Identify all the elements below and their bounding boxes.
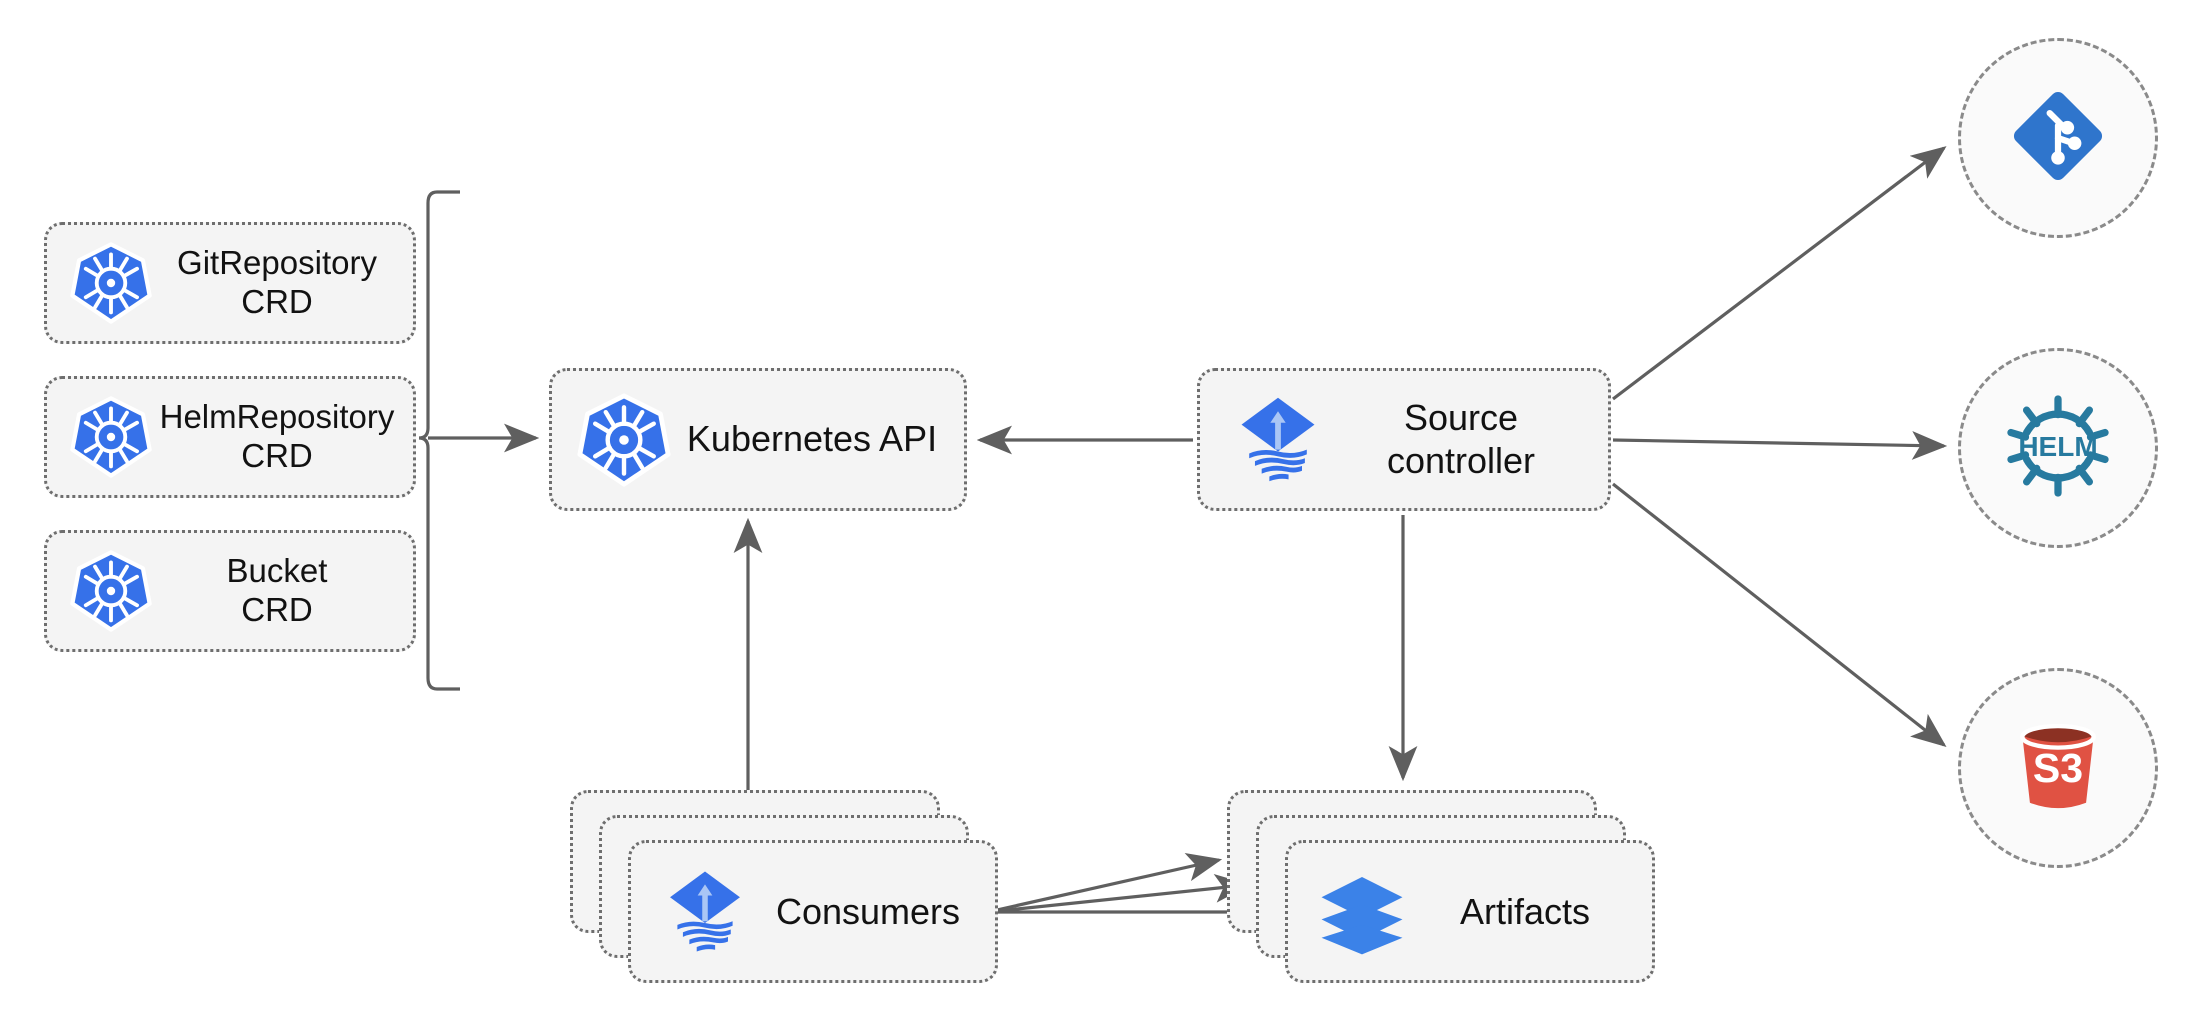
source-controller-node[interactable]: Source controller [1197,368,1611,511]
bucket-crd-label: Bucket CRD [226,552,328,628]
flux-icon [659,866,751,958]
gitrepository-crd-node[interactable]: GitRepository CRD [44,222,416,344]
edge-consumers-to-artifacts-2 [987,873,1251,914]
helm-external-node[interactable]: HELM [1958,348,2158,548]
edge-source-controller-to-git [1612,146,1947,401]
artifacts-label: Artifacts [1459,890,1591,932]
s3-external-node[interactable]: S3 [1958,668,2158,868]
helmrepository-crd-label: HelmRepository CRD [159,398,395,474]
edge-source-controller-to-s3 [1612,482,1947,747]
kubernetes-icon [69,549,153,633]
edge-source-controller-to-helm [1612,431,1948,460]
kubernetes-icon [69,395,153,479]
git-external-node[interactable] [1958,38,2158,238]
flux-icon [1230,392,1326,488]
source-controller-label: Source controller [1386,397,1536,481]
artifacts-stack-front[interactable]: Artifacts [1285,840,1655,983]
s3-wordmark: S3 [2033,745,2083,791]
helm-wordmark: HELM [2018,431,2097,462]
kubernetes-api-node[interactable]: Kubernetes API [549,368,967,511]
consumers-stack-front[interactable]: Consumers [628,840,998,983]
kubernetes-api-label: Kubernetes API [686,418,938,460]
helmrepository-crd-node[interactable]: HelmRepository CRD [44,376,416,498]
git-icon [2006,84,2110,193]
layers-icon [1316,866,1408,958]
consumers-label: Consumers [775,890,961,932]
edge-consumers-to-artifacts-1 [987,852,1223,914]
s3-icon: S3 [2004,712,2112,825]
helm-icon: HELM [2002,390,2114,507]
kubernetes-icon [576,392,672,488]
gitrepository-crd-label: GitRepository CRD [177,244,377,320]
crd-group-bracket [418,190,460,691]
bucket-crd-node[interactable]: Bucket CRD [44,530,416,652]
kubernetes-icon [69,241,153,325]
